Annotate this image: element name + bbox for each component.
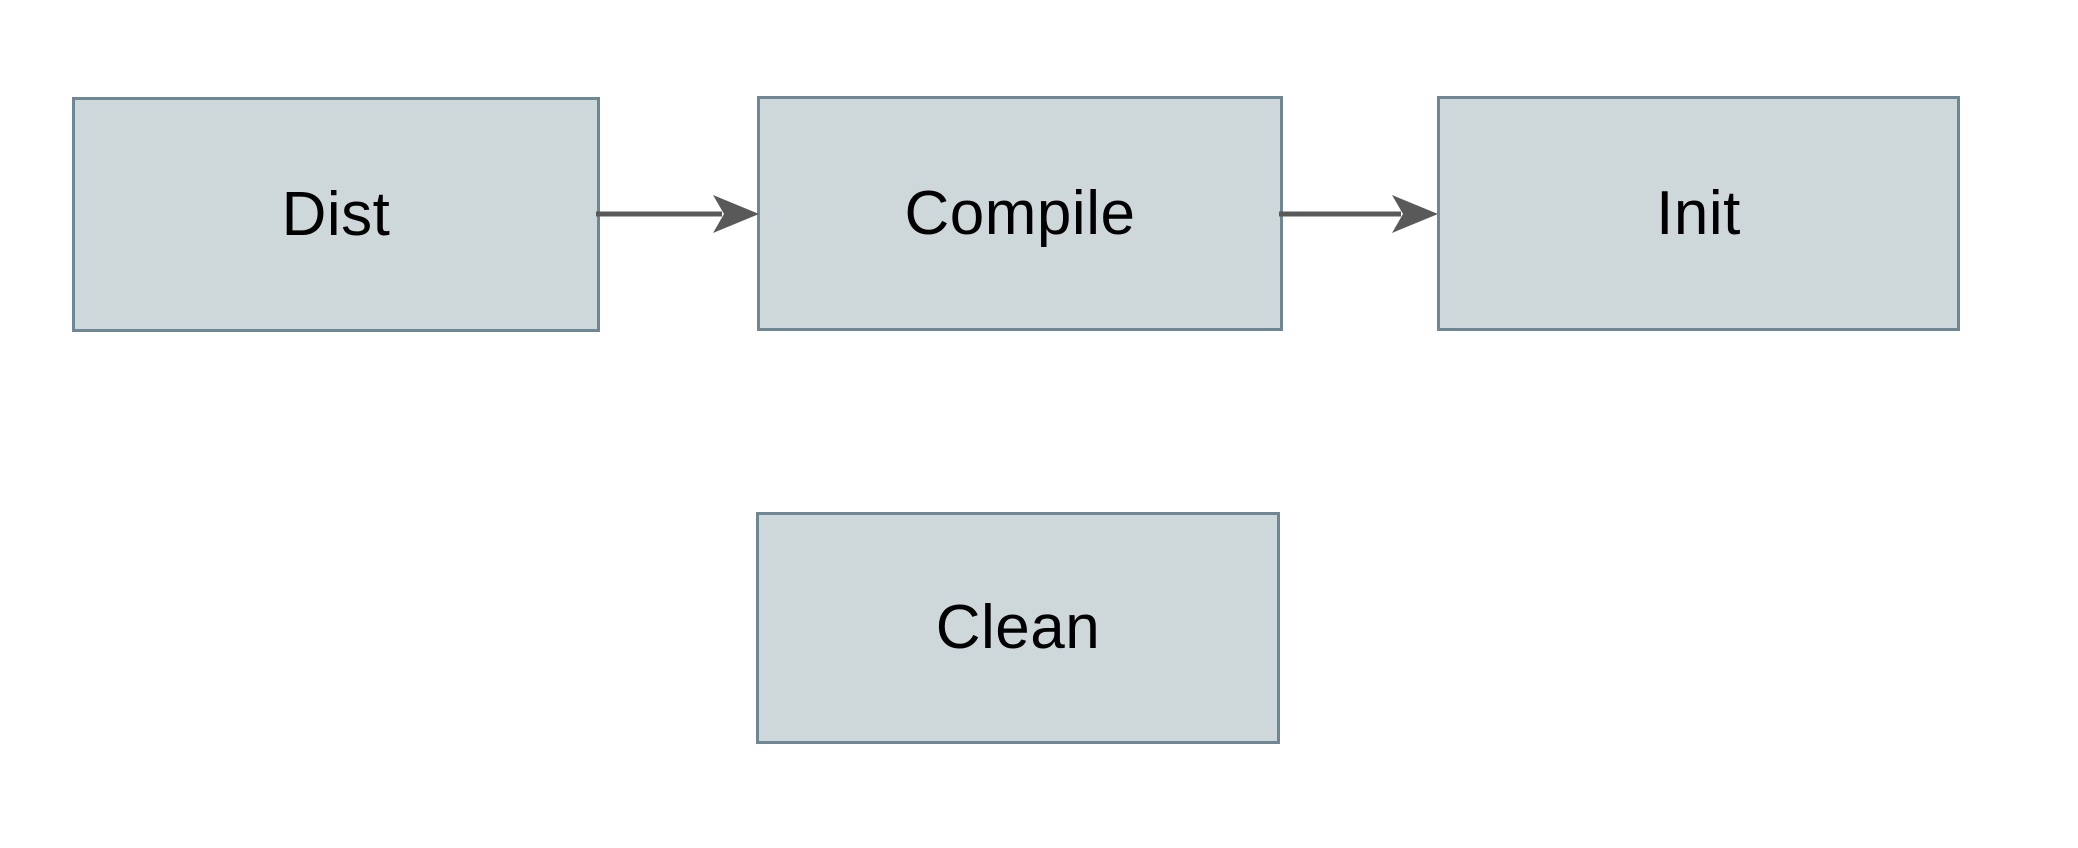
edge-dist-to-compile[interactable] — [596, 188, 766, 240]
node-clean[interactable]: Clean — [756, 512, 1280, 744]
node-clean-label: Clean — [935, 593, 1101, 662]
arrowhead-icon — [1392, 195, 1438, 233]
node-compile-label: Compile — [904, 178, 1136, 248]
node-dist-label: Dist — [281, 179, 391, 249]
node-init-label: Init — [1656, 178, 1741, 248]
node-compile[interactable]: Compile — [757, 96, 1283, 331]
edge-compile-to-init[interactable] — [1279, 188, 1445, 240]
node-dist[interactable]: Dist — [72, 97, 600, 332]
arrowhead-icon — [713, 195, 759, 233]
node-init[interactable]: Init — [1437, 96, 1960, 331]
